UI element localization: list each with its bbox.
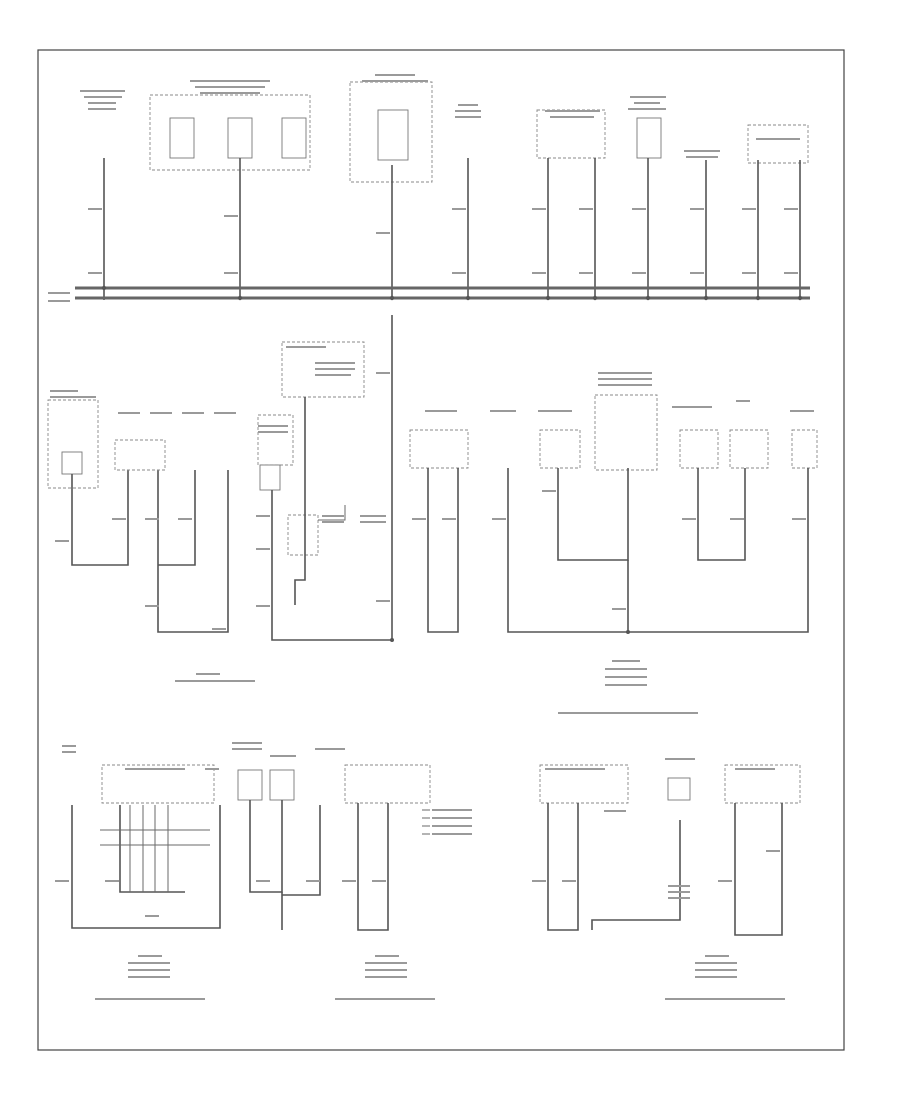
top-section <box>48 74 810 302</box>
module-group-outline <box>539 429 581 469</box>
bottom-section <box>55 742 801 1000</box>
module-group-outline <box>679 429 719 469</box>
component-box <box>377 109 409 161</box>
module-group-outline <box>539 764 629 804</box>
module-group-outline <box>729 429 769 469</box>
component-box <box>636 117 662 159</box>
module-group-outline <box>287 514 319 556</box>
component-box <box>61 451 83 475</box>
diagram-frame <box>37 49 845 1051</box>
component-box <box>667 777 691 801</box>
module-group-outline <box>281 341 365 398</box>
module-group-outline <box>101 764 215 804</box>
module-group-outline <box>747 124 809 164</box>
module-group-outline <box>536 109 606 159</box>
component-box <box>227 117 253 159</box>
component-box <box>281 117 307 159</box>
module-group-outline <box>724 764 801 804</box>
component-box <box>237 769 263 801</box>
component-box <box>169 117 195 159</box>
module-group-outline <box>47 399 99 489</box>
module-group-outline <box>149 94 311 171</box>
module-group-outline <box>594 394 658 471</box>
module-group-outline <box>791 429 818 469</box>
component-box <box>269 769 295 801</box>
middle-section <box>47 315 818 714</box>
module-group-outline <box>409 429 469 469</box>
component-box <box>259 464 281 491</box>
